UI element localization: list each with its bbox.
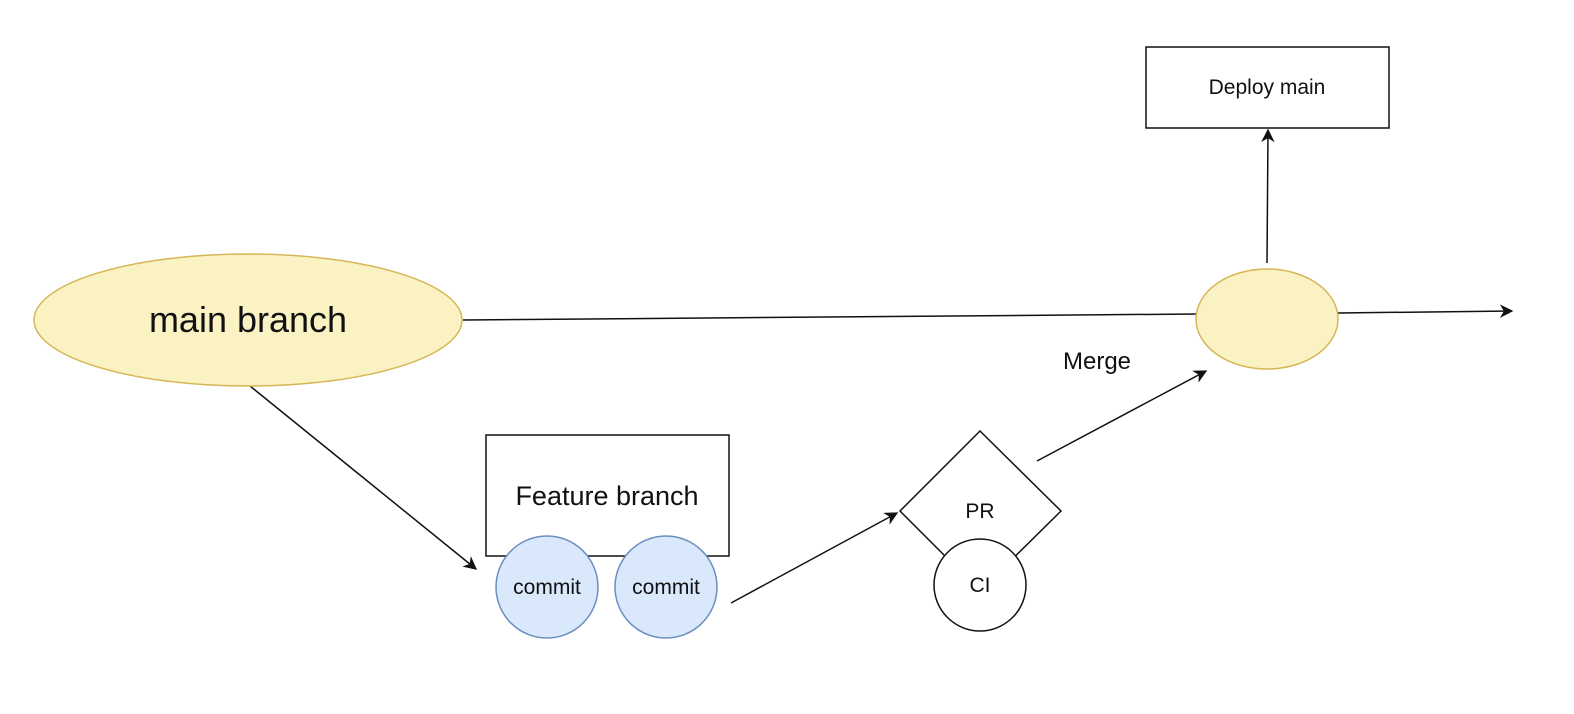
pr-node: PR [898, 429, 1063, 593]
merge-arrow [1036, 370, 1208, 462]
deploy-arrow [1261, 128, 1275, 264]
commit-node: commit [614, 535, 718, 639]
commit-node: commit [495, 535, 599, 639]
commit-label: commit [513, 576, 581, 599]
branch-off-arrow [249, 385, 478, 570]
main-branch-label: main branch [149, 299, 347, 340]
merge-label: Merge [1063, 348, 1131, 375]
feature-branch-label: Feature branch [515, 481, 698, 511]
main-branch-node: main branch [33, 253, 463, 387]
deploy-main-node: Deploy main [1145, 46, 1390, 129]
feature-branch-node: Feature branch [485, 434, 730, 557]
merge-node [1195, 268, 1339, 370]
commits-to-pr-arrow [730, 512, 899, 604]
pr-label: PR [965, 500, 994, 523]
main-branch-line-2 [1337, 304, 1514, 318]
deploy-main-label: Deploy main [1209, 76, 1326, 99]
ci-node: CI [933, 538, 1027, 632]
commit-label: commit [632, 576, 700, 599]
ci-label: CI [970, 574, 991, 597]
main-branch-line-1 [462, 313, 1198, 321]
